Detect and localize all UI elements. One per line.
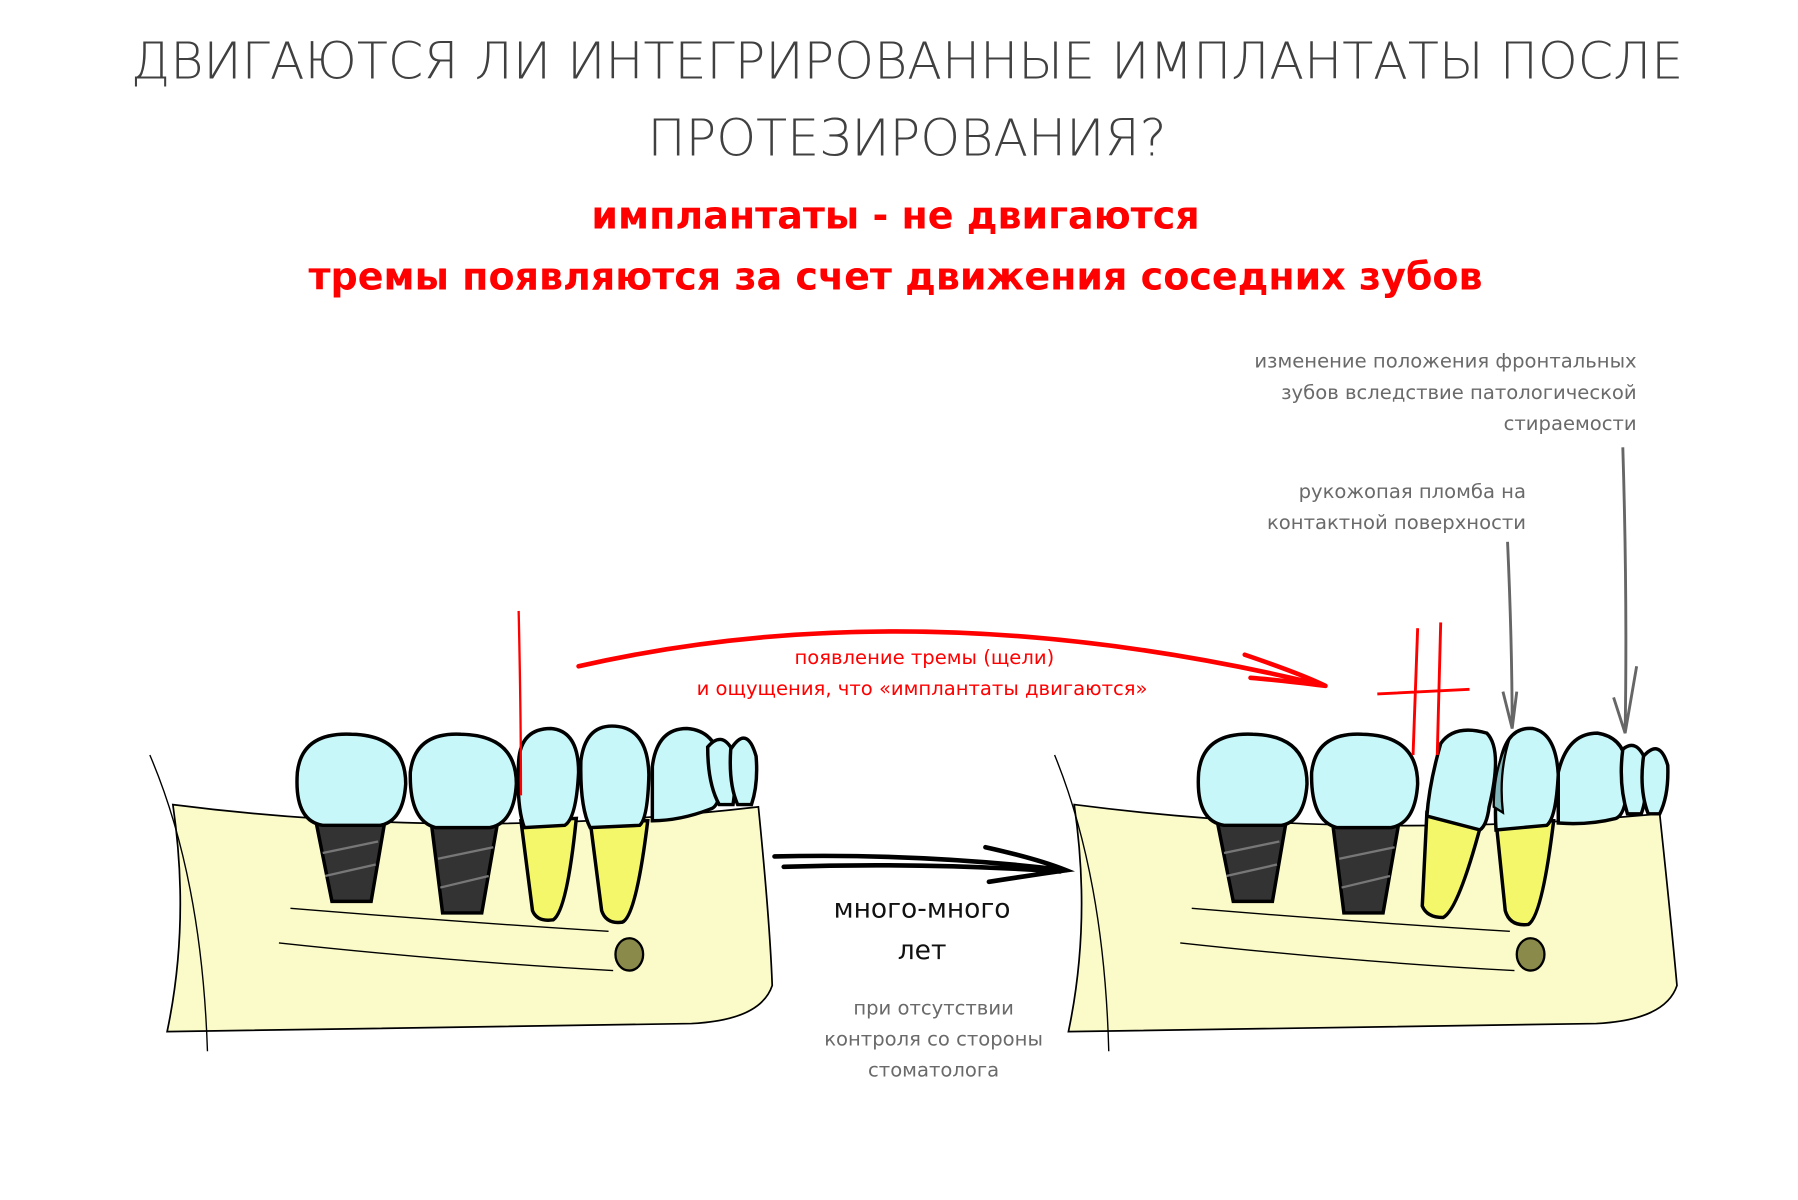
subtitle-line-2: тремы появляются за счет движения соседн…: [308, 254, 1482, 298]
control-label-2: контроля со стороны: [824, 1027, 1043, 1050]
filling-label-2: контактной поверхности: [1267, 511, 1526, 534]
mental-foramen: [1515, 937, 1546, 972]
subtitle-line-1: имплантаты - не двигаются: [591, 193, 1199, 237]
control-label-1: при отсутствии: [853, 996, 1013, 1019]
mental-foramen: [614, 937, 645, 972]
gap-label-2: и ощущения, что «имплантаты двигаются»: [697, 677, 1148, 700]
jaw-before: [149, 610, 774, 1052]
years-label-1: много-много: [834, 894, 1011, 925]
red-arrow: [576, 629, 1328, 689]
filling-label-1: рукожопая пломба на: [1299, 480, 1526, 503]
pointer-arrow-frontal: [1612, 447, 1639, 734]
frontal-label-1: изменение положения фронтальных: [1254, 350, 1636, 373]
frontal-label-2: зубов вследствие патологической: [1281, 381, 1637, 404]
title-line-1: ДВИГАЮТСЯ ЛИ ИНТЕГРИРОВАННЫЕ ИМПЛАНТАТЫ …: [131, 31, 1683, 90]
frontal-label-3: стираемости: [1504, 412, 1637, 435]
control-label-3: стоматолога: [868, 1059, 999, 1082]
gap-label-1: появление тремы (щели): [794, 646, 1054, 669]
years-label-2: лет: [898, 935, 947, 966]
jaw-after: [1053, 622, 1678, 1052]
pointer-arrow-filling: [1501, 541, 1519, 729]
title-line-2: ПРОТЕЗИРОВАНИЯ?: [648, 109, 1167, 168]
time-arrow: [772, 844, 1075, 885]
